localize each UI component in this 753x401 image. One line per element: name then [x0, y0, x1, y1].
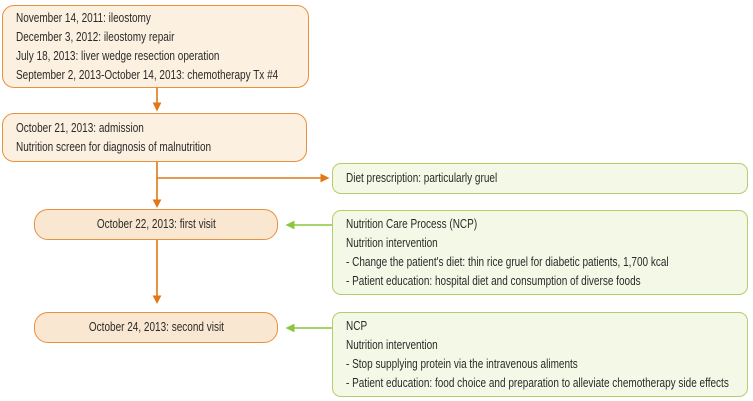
first-visit-box: October 22, 2013: first visit: [34, 209, 278, 240]
history-line-1: November 14, 2011: ileostomy: [16, 10, 151, 25]
second-visit-box: October 24, 2013: second visit: [34, 312, 278, 343]
ncp-second-visit-box: NCP Nutrition intervention - Stop supply…: [332, 312, 748, 397]
ncp-first-line-2: Nutrition intervention: [346, 235, 438, 250]
arrow-ncp-first-to-first-visit: [285, 220, 332, 230]
history-line-2: December 3, 2012: ileostomy repair: [16, 29, 175, 44]
ncp-second-line-1: NCP: [346, 318, 368, 333]
ncp-second-line-3: - Stop supplying protein via the intrave…: [346, 356, 578, 371]
ncp-first-line-3: - Change the patient's diet: thin rice g…: [346, 254, 669, 269]
arrow-admission-to-first-visit: [152, 162, 162, 208]
admission-line-2: Nutrition screen for diagnosis of malnut…: [16, 139, 212, 154]
ncp-second-line-4: - Patient education: food choice and pre…: [346, 375, 729, 390]
ncp-first-line-1: Nutrition Care Process (NCP): [346, 216, 478, 231]
diet-prescription-box: Diet prescription: particularly gruel: [332, 163, 748, 194]
history-line-3: July 18, 2013: liver wedge resection ope…: [16, 48, 220, 63]
arrow-first-to-second-visit: [152, 240, 162, 304]
arrow-ncp-second-to-second-visit: [285, 323, 332, 333]
history-line-4: September 2, 2013-October 14, 2013: chem…: [16, 67, 279, 82]
history-box: November 14, 2011: ileostomy December 3,…: [2, 5, 309, 88]
first-visit-label: October 22, 2013: first visit: [96, 217, 216, 231]
admission-box: October 21, 2013: admission Nutrition sc…: [2, 113, 307, 162]
admission-line-1: October 21, 2013: admission: [16, 120, 144, 135]
ncp-first-visit-box: Nutrition Care Process (NCP) Nutrition i…: [332, 210, 748, 295]
ncp-first-line-4: - Patient education: hospital diet and c…: [346, 273, 641, 288]
arrow-admission-to-diet-prescription: [157, 173, 330, 183]
second-visit-label: October 24, 2013: second visit: [88, 320, 224, 334]
diet-prescription-label: Diet prescription: particularly gruel: [346, 171, 498, 185]
ncp-second-line-2: Nutrition intervention: [346, 337, 438, 352]
arrow-history-to-admission: [152, 88, 162, 112]
